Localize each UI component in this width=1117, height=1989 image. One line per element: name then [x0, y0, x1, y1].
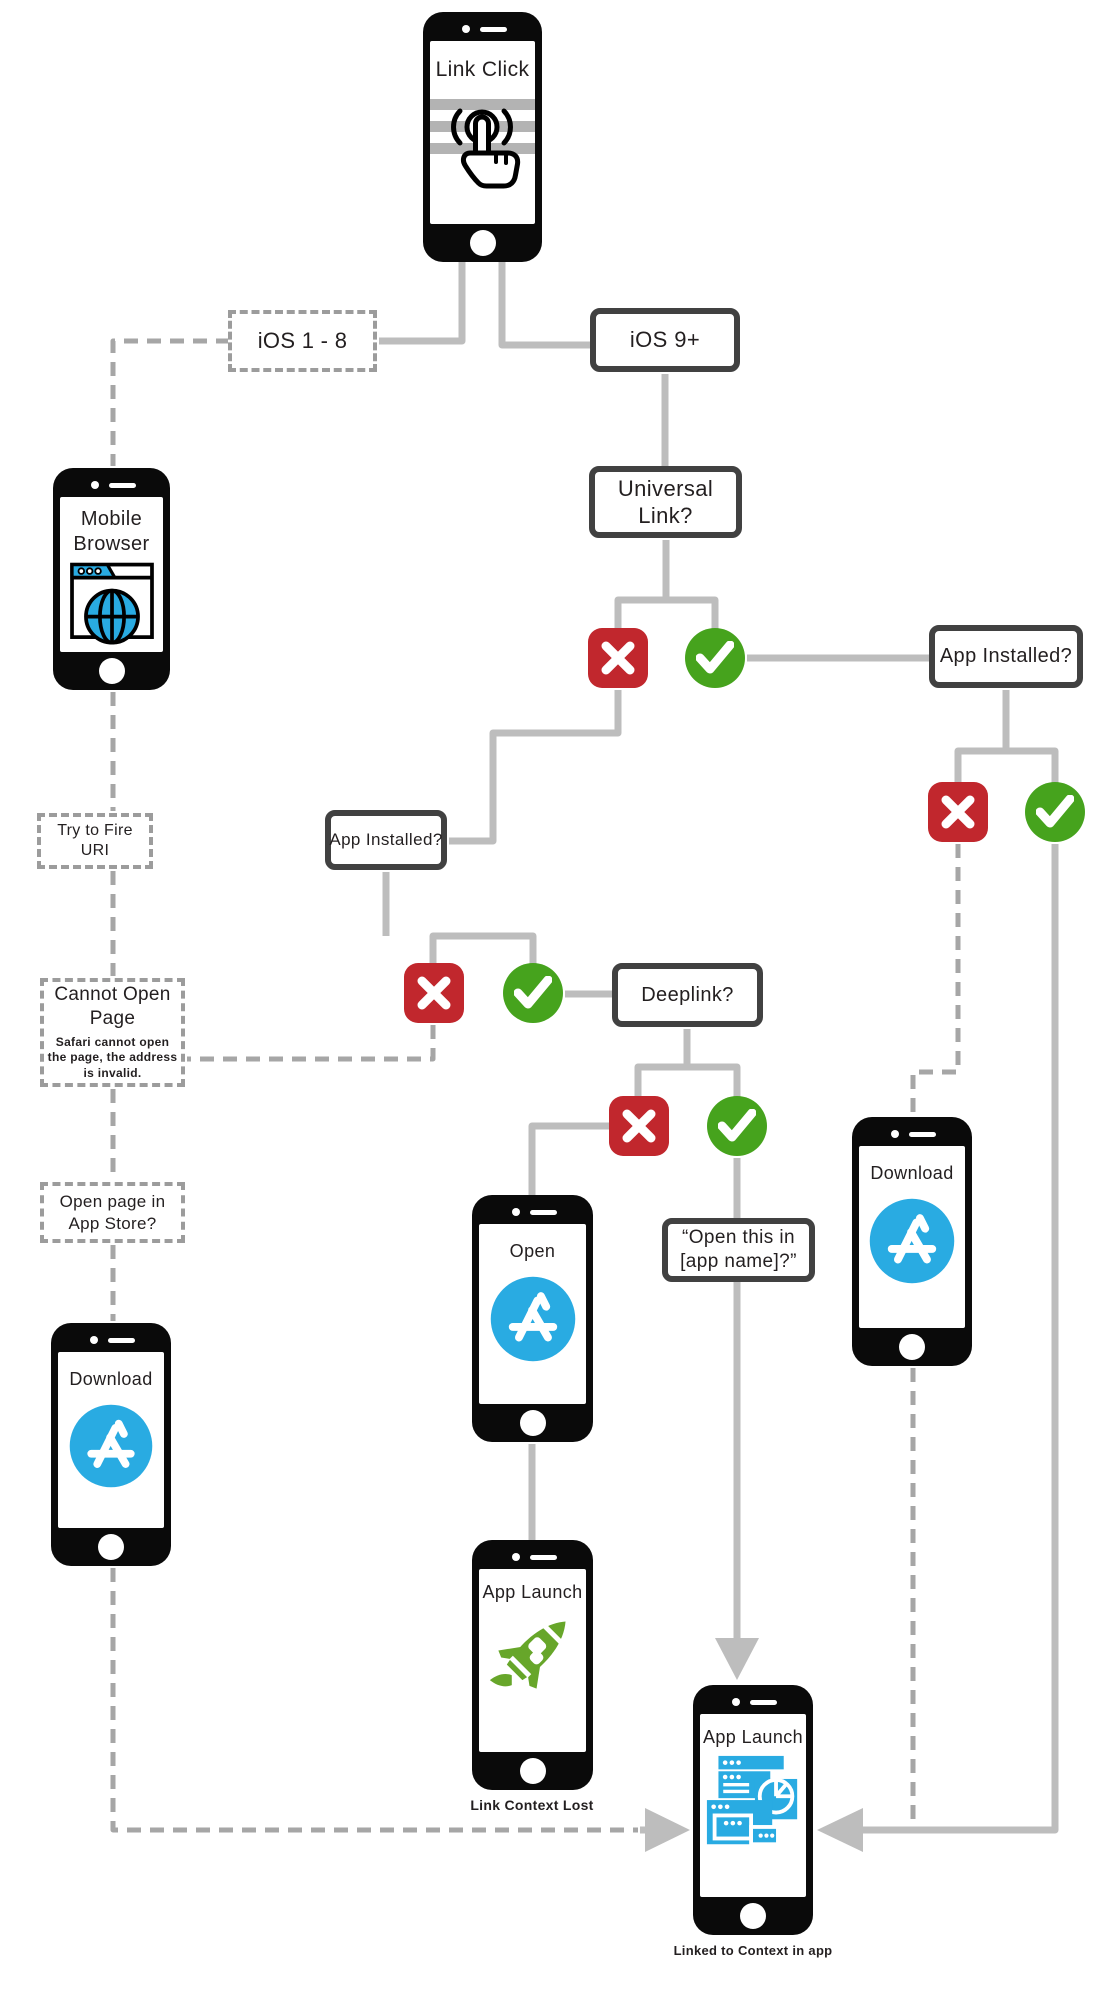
home-button-icon	[469, 230, 496, 256]
app-installed-right-label: App Installed?	[939, 645, 1073, 667]
arrow-left-icon	[817, 1808, 863, 1852]
phone-screen: App Launch	[479, 1569, 586, 1752]
home-button-icon	[98, 658, 125, 684]
x-icon	[417, 976, 451, 1010]
no-icon	[404, 963, 464, 1023]
check-icon	[718, 1109, 756, 1142]
x-icon	[601, 641, 635, 675]
node-open-page-app-store: Open page in App Store?	[40, 1182, 185, 1243]
x-icon	[941, 795, 975, 829]
home-button-icon	[519, 1410, 546, 1436]
phone-screen: Open	[479, 1224, 586, 1404]
mobile-browser-label: Mobile Browser	[73, 508, 150, 555]
arrow-right-icon	[645, 1808, 690, 1852]
dashed-connectors	[110, 338, 961, 1833]
yes-icon	[707, 1096, 767, 1156]
camera-icon	[461, 25, 470, 33]
check-icon	[514, 976, 552, 1009]
speaker-icon	[529, 1210, 557, 1215]
node-ios-1-8: iOS 1 - 8	[228, 310, 377, 372]
app-launch-bottom-label: App Launch	[702, 1727, 804, 1747]
universal-link-label: Universal Link?	[617, 475, 714, 529]
phone-open-app-store: Open	[472, 1195, 593, 1442]
node-app-installed-right: App Installed?	[929, 625, 1083, 688]
node-deeplink: Deeplink?	[612, 963, 763, 1027]
download-right-label: Download	[870, 1163, 954, 1183]
node-try-fire-uri: Try to Fire URI	[37, 813, 153, 869]
camera-icon	[90, 481, 99, 489]
phone-screen: App Launch	[700, 1714, 806, 1897]
phone-app-launch-bottom: App Launch	[693, 1685, 813, 1935]
app-store-icon	[869, 1198, 955, 1283]
arrowheads	[645, 1638, 863, 1852]
app-installed-mid-label: App Installed?	[329, 830, 443, 850]
ios-1-8-label: iOS 1 - 8	[257, 328, 348, 354]
cannot-open-page-subtext: Safari cannot open the page, the address…	[47, 1034, 178, 1081]
deeplink-label: Deeplink?	[641, 983, 734, 1006]
check-icon	[696, 641, 734, 674]
phone-screen: Download	[859, 1146, 965, 1328]
yes-icon	[1025, 782, 1085, 842]
app-launch-mid-label: App Launch	[482, 1582, 583, 1602]
node-ios-9: iOS 9+	[590, 308, 740, 372]
speaker-icon	[750, 1700, 777, 1705]
open-page-app-store-label: Open page in App Store?	[59, 1192, 166, 1233]
rocket-icon	[489, 1620, 566, 1689]
open-this-in-label: “Open this in [app name]?”	[680, 1227, 797, 1272]
arrow-down-icon	[715, 1638, 759, 1680]
app-store-icon	[490, 1276, 575, 1361]
x-icon	[622, 1109, 656, 1143]
check-icon	[1036, 795, 1074, 828]
tap-icon	[430, 99, 535, 189]
linked-to-context-caption: Linked to Context in app	[673, 1943, 833, 1958]
speaker-icon	[108, 1338, 135, 1343]
camera-icon	[90, 1336, 98, 1344]
phone-link-click: Link Click	[423, 12, 542, 262]
phone-download-right: Download	[852, 1117, 972, 1366]
camera-icon	[511, 1208, 520, 1216]
phone-app-launch-mid: App Launch	[472, 1540, 593, 1790]
camera-icon	[511, 1553, 520, 1561]
phone-mobile-browser: Mobile Browser	[53, 468, 170, 690]
link-context-lost-caption: Link Context Lost	[470, 1797, 594, 1813]
home-button-icon	[899, 1334, 925, 1360]
speaker-icon	[909, 1132, 936, 1137]
link-click-label: Link Click	[435, 58, 530, 81]
node-open-this-in: “Open this in [app name]?”	[662, 1218, 815, 1282]
no-icon	[588, 628, 648, 688]
speaker-icon	[529, 1555, 557, 1560]
try-fire-uri-label: Try to Fire URI	[57, 822, 133, 859]
yes-icon	[503, 963, 563, 1023]
download-left-label: Download	[69, 1369, 153, 1389]
cannot-open-page-title: Cannot Open Page	[54, 984, 171, 1030]
open-label: Open	[509, 1241, 556, 1261]
app-context-windows-icon	[706, 1755, 798, 1846]
phone-download-left: Download	[51, 1323, 171, 1566]
phone-screen: Download	[58, 1352, 164, 1528]
app-store-icon	[69, 1404, 153, 1487]
ios-9-label: iOS 9+	[629, 327, 701, 353]
speaker-icon	[108, 483, 136, 488]
browser-globe-icon	[69, 562, 154, 645]
camera-icon	[732, 1698, 740, 1706]
home-button-icon	[519, 1758, 546, 1784]
phone-screen: Mobile Browser	[60, 497, 163, 652]
no-icon	[928, 782, 988, 842]
node-app-installed-mid: App Installed?	[325, 810, 447, 870]
no-icon	[609, 1096, 669, 1156]
yes-icon	[685, 628, 745, 688]
solid-connectors	[379, 262, 1059, 1834]
camera-icon	[891, 1130, 899, 1138]
node-cannot-open-page: Cannot Open Page Safari cannot open the …	[40, 978, 185, 1087]
speaker-icon	[479, 27, 507, 32]
home-button-icon	[740, 1903, 766, 1929]
home-button-icon	[98, 1534, 124, 1560]
phone-screen: Link Click	[430, 41, 535, 224]
node-universal-link: Universal Link?	[589, 466, 742, 538]
